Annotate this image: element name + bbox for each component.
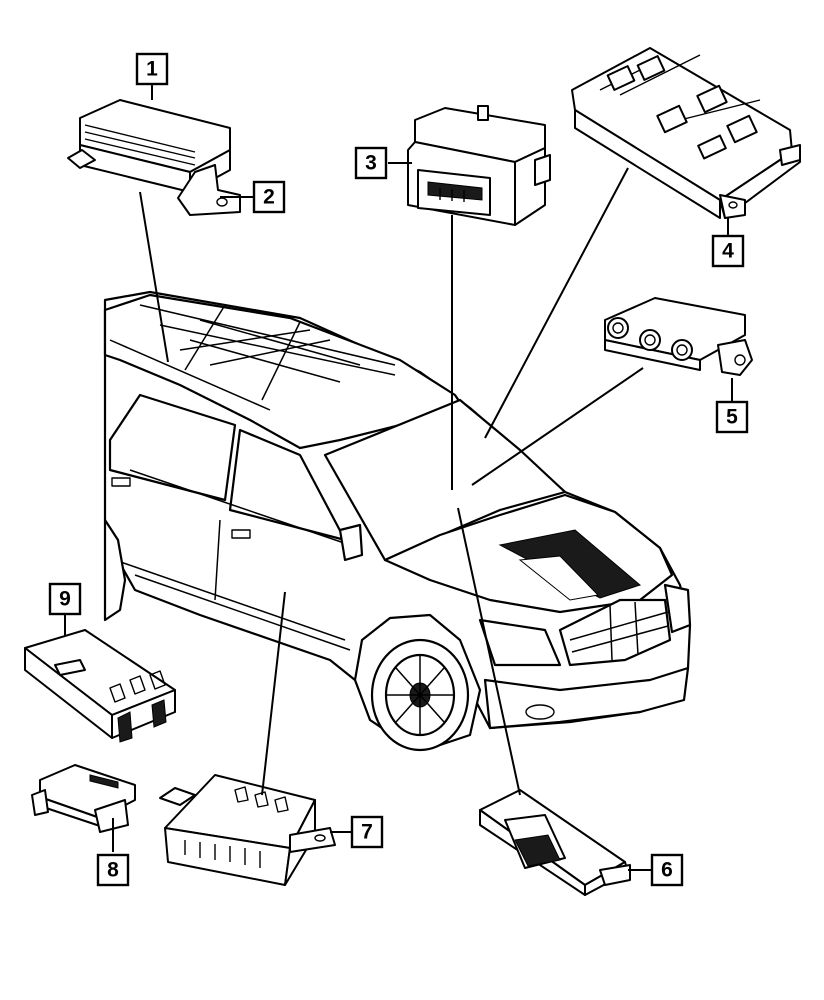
part-9-module — [24, 629, 176, 743]
callout-8: 8 — [96, 853, 130, 887]
callout-7: 7 — [350, 815, 384, 849]
callout-9: 9 — [48, 582, 82, 616]
part-3-module — [407, 105, 551, 226]
callout-4-text: 4 — [722, 240, 734, 263]
callout-2: 2 — [252, 180, 286, 214]
callout-3: 3 — [354, 146, 388, 180]
leader-5-to-car — [471, 367, 644, 486]
part-7-module — [159, 774, 336, 886]
callout-5-text: 5 — [726, 406, 738, 429]
leader-4-to-car — [484, 167, 629, 439]
leader-lines — [64, 82, 733, 871]
callout-1: 1 — [135, 52, 169, 86]
callout-8-text: 8 — [107, 859, 119, 882]
leader-7-to-car — [261, 591, 286, 796]
callout-1-text: 1 — [146, 58, 158, 81]
leader-6-to-car — [457, 507, 521, 796]
callout-9-text: 9 — [59, 588, 71, 611]
callout-2-text: 2 — [263, 186, 275, 209]
callout-6-text: 6 — [661, 859, 673, 882]
part-1-amplifier — [67, 99, 241, 216]
part-8-sensor — [31, 764, 136, 833]
part-6-module — [479, 789, 631, 896]
part-5-sensor — [604, 297, 753, 376]
callout-3-text: 3 — [365, 152, 377, 175]
callout-5: 5 — [715, 400, 749, 434]
callout-6: 6 — [650, 853, 684, 887]
callout-4: 4 — [711, 234, 745, 268]
leader-1-to-car — [139, 191, 169, 363]
vehicle-illustration — [103, 290, 692, 752]
part-4-control-module — [571, 47, 801, 219]
callout-7-text: 7 — [361, 821, 373, 844]
